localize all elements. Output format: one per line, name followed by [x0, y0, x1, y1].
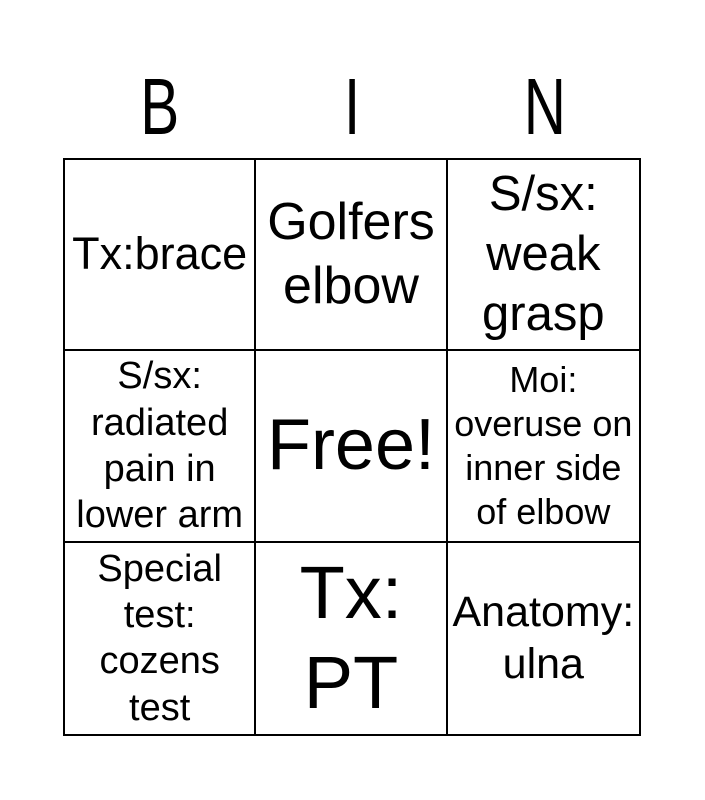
- cell-line: test: [129, 686, 191, 729]
- cell-line: of elbow: [476, 490, 611, 532]
- header-col-b: B: [63, 67, 256, 147]
- cell-line: cozens: [99, 640, 220, 683]
- cell-line: Tx:brace: [72, 228, 248, 280]
- bingo-cell-r3c2[interactable]: Tx: PT: [256, 542, 448, 734]
- bingo-grid: Tx:brace Golfers elbow S/sx: weak grasp …: [63, 158, 641, 736]
- cell-line: radiated: [91, 401, 229, 444]
- cell-line: grasp: [482, 286, 605, 341]
- bingo-cell-r3c1[interactable]: Special test: cozens test: [65, 542, 257, 734]
- cell-line: Special: [97, 547, 222, 590]
- header-col-n: N: [448, 67, 641, 147]
- cell-line: elbow: [283, 256, 419, 315]
- bingo-cell-r2c1[interactable]: S/sx: radiated pain in lower arm: [65, 351, 257, 543]
- bingo-cell-r1c2[interactable]: Golfers elbow: [256, 160, 448, 352]
- cell-line: PT: [303, 641, 399, 725]
- header-letter-b: B: [139, 62, 179, 151]
- bingo-cell-r1c3[interactable]: S/sx: weak grasp: [447, 160, 639, 352]
- cell-line: ulna: [502, 640, 584, 689]
- header-letter-n: N: [523, 62, 566, 151]
- cell-line: S/sx:: [488, 167, 598, 222]
- cell-line: Anatomy:: [452, 587, 635, 636]
- cell-line: lower arm: [76, 494, 244, 537]
- bingo-header: B I N: [63, 67, 641, 147]
- cell-line: Free!: [266, 405, 436, 486]
- bingo-cell-r1c1[interactable]: Tx:brace: [65, 160, 257, 352]
- cell-line: weak: [486, 226, 601, 281]
- cell-line: overuse on: [454, 403, 633, 445]
- cell-line: pain in: [103, 447, 216, 490]
- cell-line: Golfers: [267, 193, 435, 252]
- header-col-i: I: [256, 67, 449, 147]
- cell-line: Moi:: [509, 359, 578, 401]
- cell-line: test:: [123, 593, 196, 636]
- bingo-cell-free-space[interactable]: Free!: [256, 351, 448, 543]
- bingo-cell-r2c3[interactable]: Moi: overuse on inner side of elbow: [447, 351, 639, 543]
- cell-line: S/sx:: [117, 355, 202, 398]
- cell-line: inner side: [465, 446, 622, 488]
- header-letter-i: I: [343, 62, 361, 151]
- bingo-cell-r3c3[interactable]: Anatomy: ulna: [447, 542, 639, 734]
- cell-line: Tx:: [299, 551, 403, 635]
